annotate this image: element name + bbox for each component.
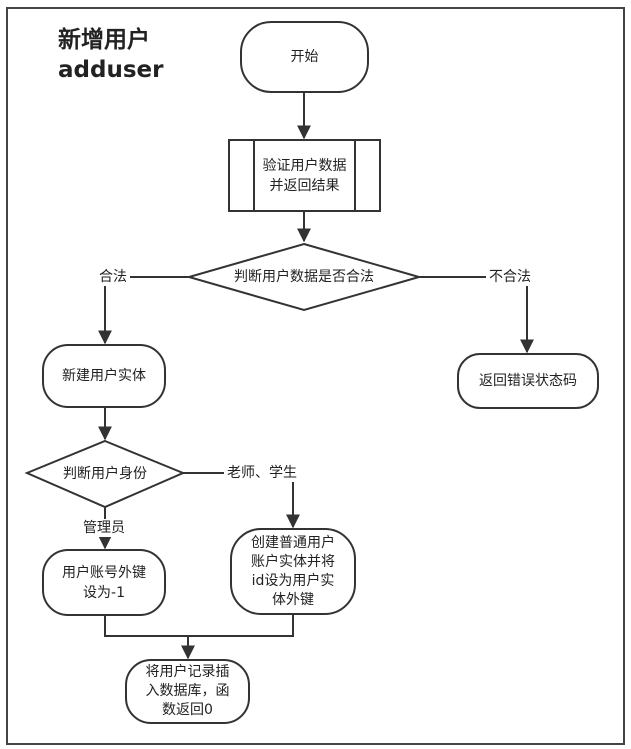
edge-label-teacher-student: 老师、学生 bbox=[224, 464, 300, 482]
check-valid-node: 判断用户数据是否合法 bbox=[234, 269, 374, 285]
start-node-shape bbox=[240, 21, 369, 93]
insert-record-node: 将用户记录插 入数据库，函 数返回0 bbox=[145, 664, 230, 718]
start-node: 开始 bbox=[290, 49, 319, 65]
admin-fk-node-shape bbox=[42, 549, 166, 616]
insert-record-node-shape bbox=[125, 659, 250, 724]
edge-label-invalid: 不合法 bbox=[486, 268, 534, 286]
check-identity-diamond bbox=[24, 439, 186, 509]
edge-fk-join bbox=[104, 614, 294, 637]
admin-fk-node: 用户账号外键 设为-1 bbox=[62, 564, 146, 601]
nodes bbox=[24, 21, 599, 724]
edge-label-admin: 管理员 bbox=[80, 519, 128, 537]
diagram-title: 新增用户 bbox=[58, 27, 150, 53]
return-error-node: 返回错误状态码 bbox=[479, 373, 577, 389]
return-error-node-shape bbox=[457, 353, 599, 409]
diagram-subtitle: adduser bbox=[58, 57, 164, 83]
new-entity-node-shape bbox=[42, 344, 166, 408]
normal-user-node: 创建普通用户 账户实体并将 id设为用户实 体外键 bbox=[251, 534, 335, 608]
new-entity-node: 新建用户实体 bbox=[62, 368, 146, 384]
check-valid-diamond bbox=[185, 242, 423, 312]
check-identity-node: 判断用户身份 bbox=[63, 466, 147, 482]
edge-label-valid: 合法 bbox=[96, 268, 130, 286]
validate-node: 验证用户数据 并返回结果 bbox=[262, 157, 347, 194]
connectors bbox=[98, 92, 534, 660]
normal-user-node-shape bbox=[230, 528, 356, 615]
